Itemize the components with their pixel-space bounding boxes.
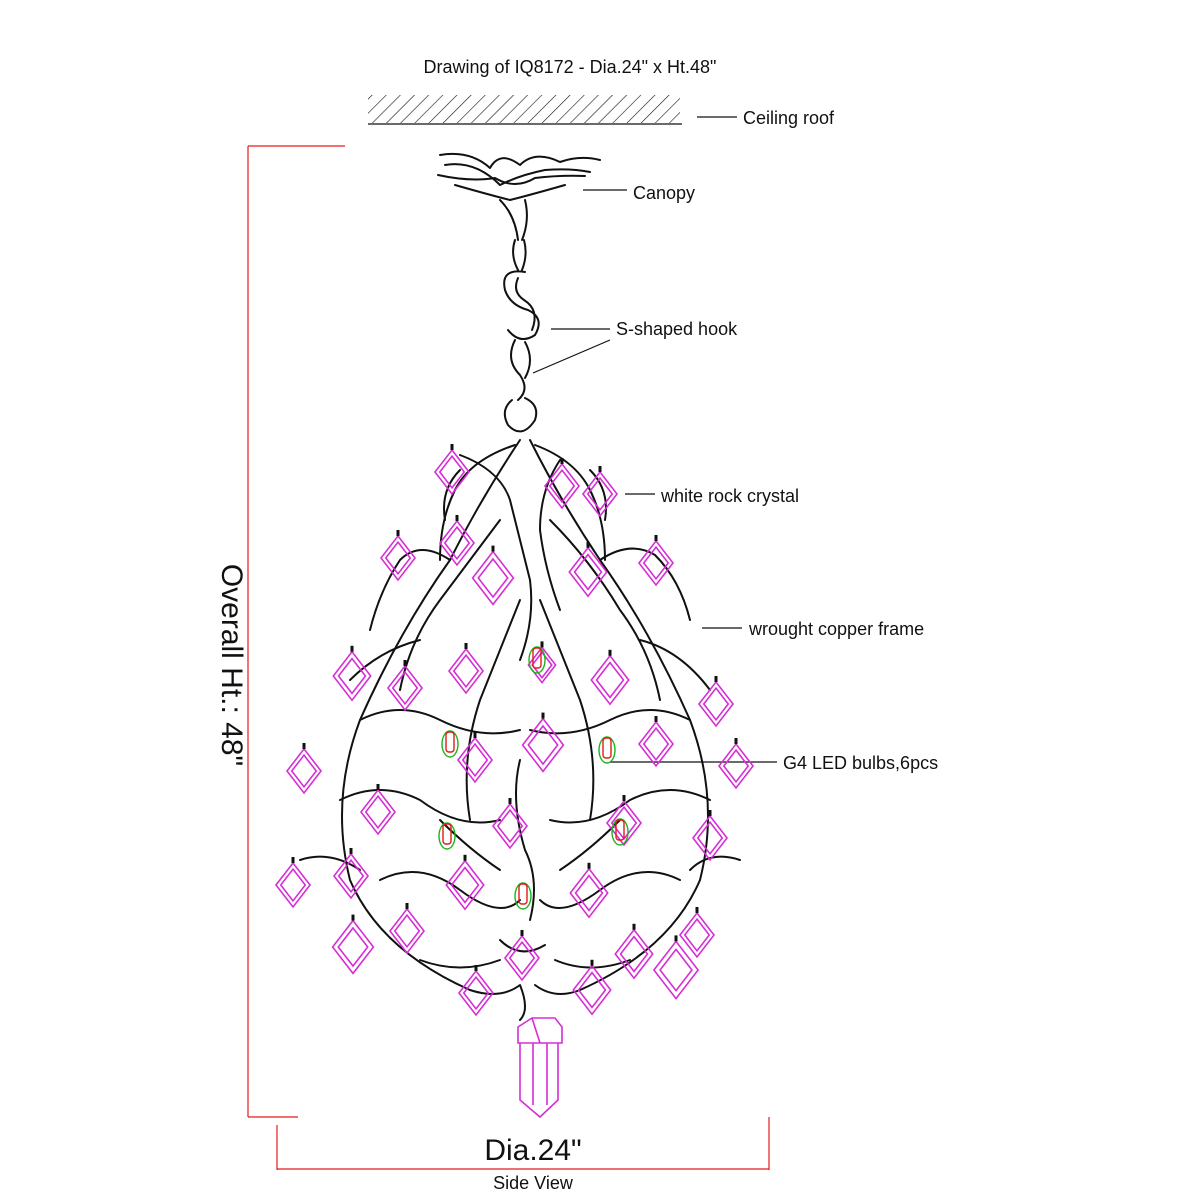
- g4-led-bulb: [438, 822, 456, 850]
- crystal-pendant: [569, 862, 609, 919]
- crystal-pendant: [386, 660, 424, 712]
- crystal-pendant: [331, 914, 375, 975]
- copper-frame: [299, 439, 741, 1021]
- g4-led-bulb: [598, 736, 616, 764]
- crystal-pendant: [568, 541, 608, 598]
- drawing-title: Drawing of IQ8172 - Dia.24" x Ht.48": [424, 57, 717, 77]
- crystal-pendant: [590, 649, 630, 706]
- crystals-group: [274, 444, 755, 1017]
- crystal-pendant: [379, 530, 417, 582]
- crystal-pendant: [445, 854, 485, 911]
- ceiling-roof: [368, 95, 682, 125]
- crystal-pendant: [697, 676, 735, 728]
- crystal-pendant: [691, 810, 729, 862]
- crystal-pendant: [614, 923, 654, 980]
- crystal-pendant: [717, 738, 755, 790]
- g4-led-bulb: [611, 818, 629, 846]
- crystal-pendant: [471, 545, 515, 606]
- crystal-pendant: [637, 716, 675, 768]
- g4-led-bulb: [514, 882, 532, 910]
- crystal-pendant: [457, 965, 495, 1017]
- crystal-pendant: [388, 903, 426, 955]
- crystal-pendant: [678, 907, 716, 959]
- crystal-pendant: [521, 712, 565, 773]
- height-label: Overall Ht.: 48": [215, 564, 248, 766]
- g4-led-bulb: [441, 730, 459, 758]
- diameter-label: Dia.24": [484, 1134, 581, 1167]
- canopy: [437, 152, 601, 241]
- crystal-pendant: [332, 645, 372, 702]
- view-label: Side View: [493, 1173, 574, 1193]
- crystal-pendant: [332, 848, 370, 900]
- frame-label: wrought copper frame: [748, 619, 924, 639]
- crystal-pendant: [285, 743, 323, 795]
- crystal-pendant: [438, 515, 476, 567]
- ceiling-label: Ceiling roof: [743, 108, 835, 128]
- crystal-pendant: [581, 466, 619, 518]
- crystal-pendant: [491, 798, 529, 850]
- crystal-pendant: [652, 935, 700, 1000]
- s-hook: [503, 239, 540, 433]
- crystal-pendant: [637, 535, 675, 587]
- crystal-pendant: [433, 444, 471, 496]
- hook-label: S-shaped hook: [616, 319, 738, 339]
- crystal-pendant: [572, 959, 612, 1016]
- crystal-pendant: [456, 732, 494, 784]
- bulbs-label: G4 LED bulbs,6pcs: [783, 753, 938, 773]
- height-dimension: [247, 145, 345, 1118]
- crystal-pendant: [447, 643, 485, 695]
- bottom-rock-crystal: [517, 1017, 563, 1119]
- crystal-pendant: [543, 458, 581, 510]
- crystal-pendant: [274, 857, 312, 909]
- crystal-pendant: [359, 784, 397, 836]
- canopy-label: Canopy: [633, 183, 695, 203]
- diameter-dimension: [276, 1117, 770, 1170]
- crystal-label: white rock crystal: [660, 486, 799, 506]
- crystal-pendant: [503, 930, 541, 982]
- hook-leader-2: [532, 339, 611, 374]
- bulbs-group: [438, 646, 629, 910]
- g4-led-bulb: [528, 646, 546, 674]
